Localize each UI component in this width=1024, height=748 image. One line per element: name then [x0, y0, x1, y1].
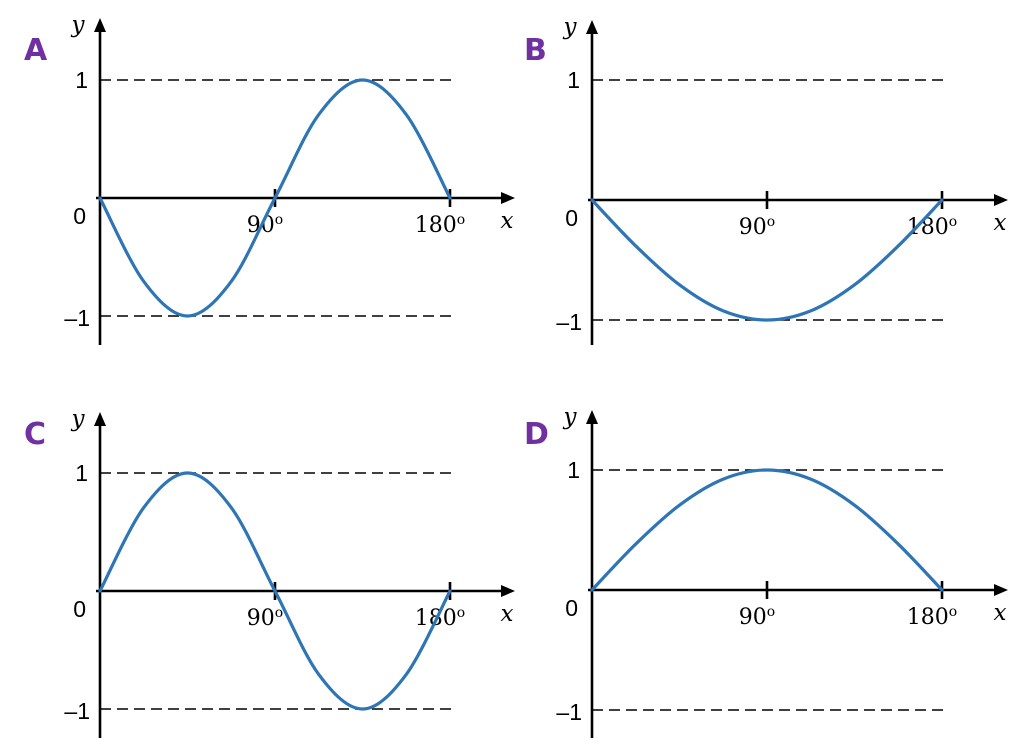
data-point: [99, 197, 102, 200]
curve-line: [98, 78, 452, 318]
y-tick-label-minus-1: –1: [556, 309, 582, 335]
data-point: [317, 673, 320, 676]
data-point: [809, 478, 812, 481]
x-tick-label-90: 90o: [247, 605, 283, 631]
data-point: [449, 590, 452, 593]
y-tick-label-1: 1: [75, 67, 88, 93]
data-point: [766, 319, 769, 322]
y-axis-arrow-icon: [586, 20, 598, 34]
y-axis-arrow-icon: [94, 412, 106, 426]
x-tick-label-180: 180o: [907, 214, 957, 240]
x-axis-label: x: [501, 601, 514, 627]
x-axis-arrow-icon: [994, 584, 1008, 596]
data-point: [722, 478, 725, 481]
y-tick-label-1: 1: [75, 460, 88, 486]
data-point: [361, 79, 364, 82]
data-point: [591, 589, 594, 592]
y-axis-arrow-icon: [94, 18, 106, 32]
data-point: [809, 309, 812, 312]
data-point: [941, 589, 944, 592]
data-point: [722, 309, 725, 312]
panel-label: D: [524, 417, 549, 452]
data-point: [634, 543, 637, 546]
x-tick-label-180: 180o: [415, 212, 465, 238]
origin-label: 0: [73, 596, 86, 622]
x-axis-label: x: [994, 600, 1007, 626]
data-point: [591, 199, 594, 202]
data-point: [142, 506, 145, 509]
data-point: [853, 283, 856, 286]
data-point: [361, 708, 364, 711]
panel-label: A: [24, 33, 48, 68]
y-axis-label: y: [71, 406, 86, 432]
origin-label: 0: [565, 205, 578, 231]
data-point: [186, 472, 189, 475]
data-point: [897, 543, 900, 546]
data-point: [99, 590, 102, 593]
x-axis-arrow-icon: [994, 194, 1008, 206]
data-point: [186, 315, 189, 318]
data-point: [230, 280, 233, 283]
y-tick-label-1: 1: [567, 457, 580, 483]
origin-label: 0: [73, 203, 86, 229]
y-tick-label-minus-1: –1: [64, 698, 90, 724]
y-axis-label: y: [563, 14, 578, 40]
x-axis-arrow-icon: [501, 585, 515, 597]
data-point: [405, 673, 408, 676]
data-point: [230, 506, 233, 509]
x-axis-arrow-icon: [501, 192, 515, 204]
x-axis-label: x: [501, 208, 514, 234]
y-axis-label: y: [563, 404, 578, 430]
x-tick-label-90: 90o: [739, 214, 775, 240]
y-axis-label: y: [71, 12, 86, 38]
data-point: [317, 113, 320, 116]
y-tick-label-minus-1: –1: [64, 305, 90, 331]
x-tick-label-90: 90o: [739, 604, 775, 630]
data-point: [142, 280, 145, 283]
x-axis-label: x: [994, 210, 1007, 236]
curve-line: [590, 468, 944, 592]
panel-d: D1 –1 0 90o 180o x y: [524, 404, 1008, 738]
data-point: [274, 590, 277, 593]
origin-label: 0: [565, 595, 578, 621]
y-tick-label-1: 1: [567, 67, 580, 93]
x-tick-label-180: 180o: [907, 604, 957, 630]
panel-label: C: [24, 417, 46, 452]
data-point: [853, 504, 856, 507]
data-point: [449, 197, 452, 200]
data-point: [634, 244, 637, 247]
data-point: [678, 504, 681, 507]
data-point: [405, 113, 408, 116]
data-point: [274, 197, 277, 200]
curve-line: [98, 471, 452, 711]
panel-b: B1 –1 0 90o 180o x y: [524, 14, 1008, 345]
y-tick-label-minus-1: –1: [556, 699, 582, 725]
panel-label: B: [524, 33, 547, 68]
curve-line: [590, 198, 944, 322]
data-point: [941, 199, 944, 202]
data-point: [678, 283, 681, 286]
data-point: [897, 244, 900, 247]
data-point: [766, 469, 769, 472]
y-axis-arrow-icon: [586, 410, 598, 424]
